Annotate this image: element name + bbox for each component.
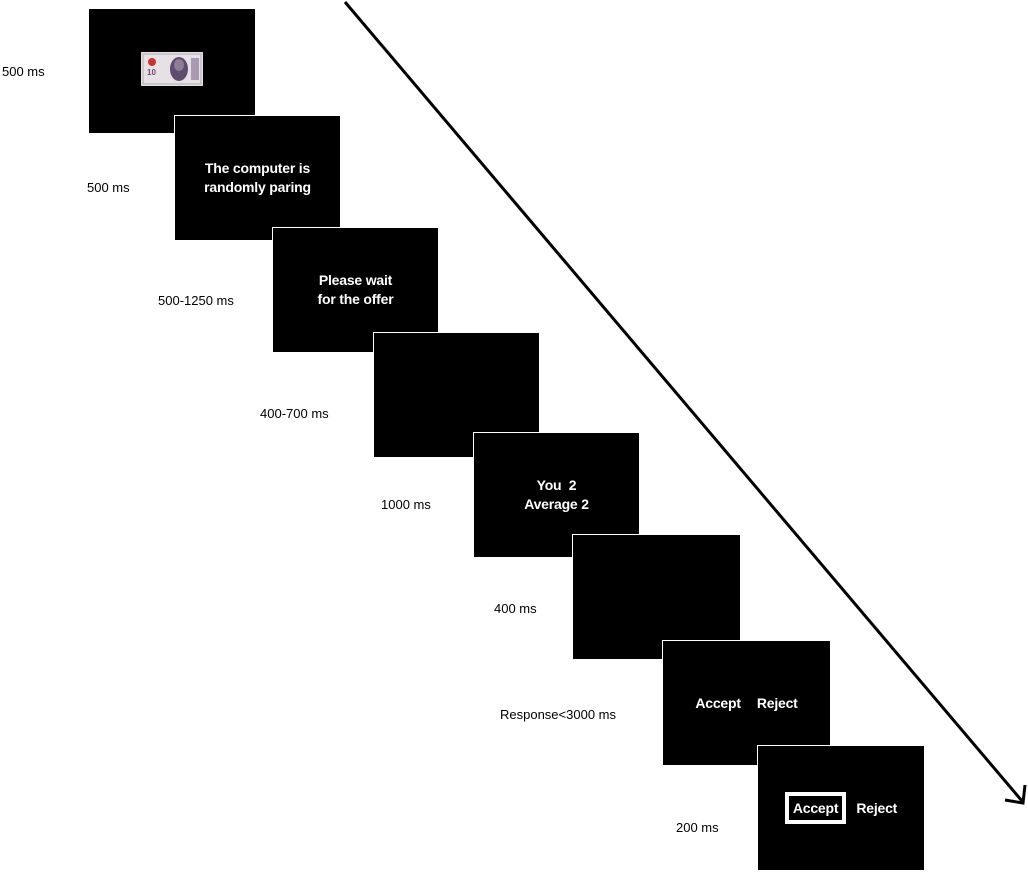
screen-wait: Please wait for the offer (272, 227, 439, 353)
screen-blank (572, 534, 741, 660)
screen-text-line: You 2 (536, 477, 577, 493)
choice-row: Accept Reject (784, 792, 898, 824)
timing-label: 500-1250 ms (158, 293, 234, 308)
screen-offer: You 2 Average 2 (473, 432, 640, 558)
screen-text-line: randomly paring (204, 179, 311, 195)
timing-label: Response<3000 ms (500, 707, 616, 722)
timing-label: 400-700 ms (260, 406, 329, 421)
rmb-banknote-icon: 10 (141, 52, 203, 86)
banknote-denomination: 10 (147, 68, 156, 77)
screen-money: 10 (88, 8, 256, 134)
screen-text-line: The computer is (204, 160, 311, 176)
screen-feedback: Accept Reject (757, 745, 925, 871)
timing-label: 400 ms (494, 601, 537, 616)
accept-option[interactable]: Accept (695, 695, 741, 711)
timing-label: 500 ms (2, 64, 45, 79)
screen-text-line: Average 2 (524, 496, 589, 512)
reject-option[interactable]: Reject (756, 695, 798, 711)
timing-label: 200 ms (676, 820, 719, 835)
timing-label: 500 ms (87, 180, 130, 195)
screen-text-line: Please wait (318, 272, 393, 288)
timing-label: 1000 ms (381, 497, 431, 512)
screen-pairing: The computer is randomly paring (174, 115, 341, 241)
screen-text-line: for the offer (317, 291, 394, 307)
accept-option-selected[interactable]: Accept (784, 792, 847, 824)
reject-option[interactable]: Reject (856, 800, 898, 816)
choice-row: Accept Reject (695, 695, 798, 711)
